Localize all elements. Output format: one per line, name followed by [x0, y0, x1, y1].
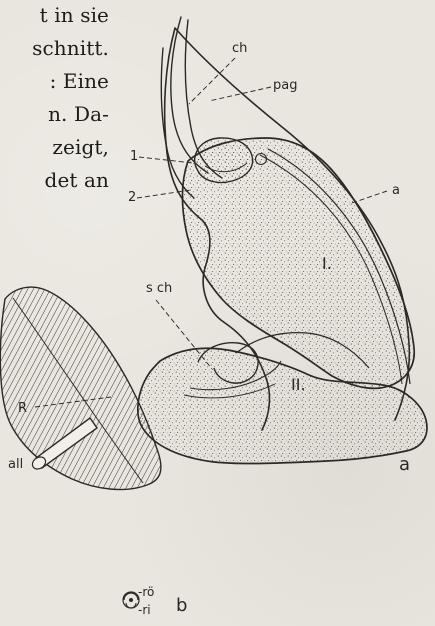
label-a-side: a — [392, 183, 400, 198]
label-ch: ch — [232, 41, 247, 56]
label-1: 1 — [130, 149, 138, 164]
label-ro: -rö — [138, 585, 154, 599]
small-rosette-figure — [123, 592, 139, 608]
panel-label-b: b — [176, 595, 187, 616]
label-ii: II. — [291, 375, 306, 394]
label-pag: pag — [273, 78, 297, 93]
label-ri: -ri — [138, 603, 151, 617]
upper-knob — [195, 138, 253, 183]
label-sch: s ch — [146, 281, 172, 296]
label-all: all — [8, 457, 23, 472]
hatched-fan — [0, 287, 161, 489]
label-2: 2 — [128, 190, 136, 205]
label-i: I. — [322, 254, 332, 273]
panel-label-a: a — [399, 454, 410, 475]
label-r: R — [18, 401, 27, 416]
